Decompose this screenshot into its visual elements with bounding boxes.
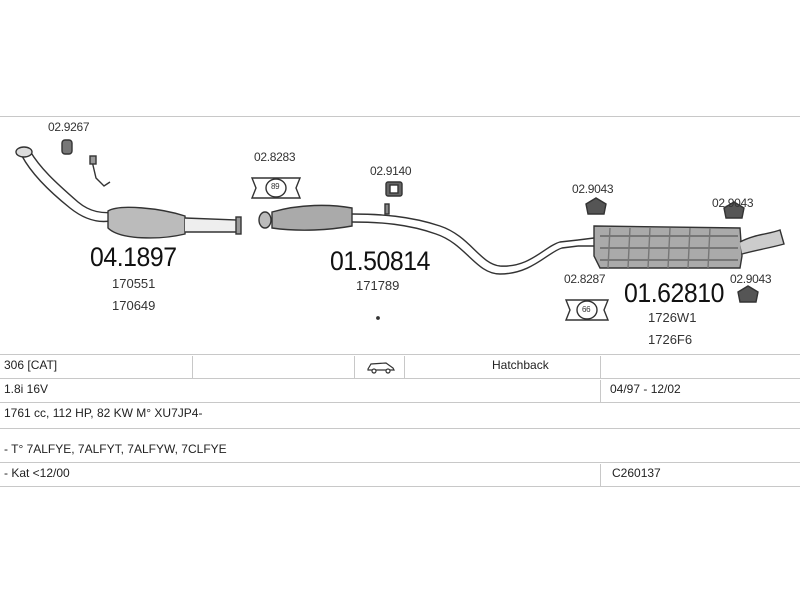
kat-cell: - Kat <12/00 <box>4 466 70 480</box>
types-cell: - T° 7ALFYE, 7ALFYT, 7ALFYW, 7CLFYE <box>4 442 227 456</box>
table-row-engine: 1.8i 16V 04/97 - 12/02 <box>0 380 800 402</box>
catalyst-body <box>107 206 186 239</box>
mid-ref-1: 171789 <box>356 278 400 293</box>
mid-pipe <box>351 213 579 267</box>
rear-hanger-top-label: 02.9043 <box>572 182 614 196</box>
mid-inlet <box>258 211 272 229</box>
table-top-border <box>0 354 800 355</box>
mid-hanger-label: 02.9140 <box>370 164 412 178</box>
gasket-02-9267 <box>61 139 73 155</box>
cat-ref-1: 170551 <box>112 276 156 291</box>
tailpipe <box>739 229 785 255</box>
cat-part-number: 04.1897 <box>90 242 177 272</box>
model-cell: 306 [CAT] <box>4 358 58 372</box>
mid-clamp-label: 02.8283 <box>254 150 296 164</box>
rear-hanger-right-top-label: 02.9043 <box>712 196 754 210</box>
mid-part-number: 01.50814 <box>330 246 430 276</box>
rear-ref-1: 1726W1 <box>648 310 697 325</box>
body-type-cell: Hatchback <box>492 358 549 372</box>
col-divider-5 <box>600 380 601 402</box>
row-divider-1 <box>0 378 800 379</box>
cat-ref-2: 170649 <box>112 298 156 313</box>
col-divider-6 <box>600 464 601 486</box>
col-divider-1 <box>192 356 193 378</box>
years-cell: 04/97 - 12/02 <box>610 382 681 396</box>
badge-66: 66 <box>582 305 591 314</box>
rear-clamp-label: 02.8287 <box>564 272 606 286</box>
col-divider-4 <box>600 356 601 378</box>
hanger-02-9043-c <box>737 285 759 303</box>
code-cell: C260137 <box>612 466 661 480</box>
col-divider-3 <box>404 356 405 378</box>
row-divider-4 <box>0 462 800 463</box>
car-icon <box>367 362 395 374</box>
row-divider-2 <box>0 402 800 403</box>
front-pipe <box>21 155 116 223</box>
table-row-model: 306 [CAT] Hatchback <box>0 356 800 378</box>
lambda-sensor <box>91 160 111 187</box>
table-row-specs: 1761 cc, 112 HP, 82 KW M° XU7JP4- <box>0 404 800 426</box>
gasket-label: 02.9267 <box>48 120 90 134</box>
row-divider-3 <box>0 428 800 429</box>
top-divider <box>0 116 800 117</box>
hanger-02-9043-a <box>585 197 607 215</box>
rear-ref-2: 1726F6 <box>648 332 693 347</box>
front-flange <box>15 146 33 158</box>
col-divider-2 <box>354 356 355 378</box>
mid-muffler <box>271 204 353 231</box>
specs-cell: 1761 cc, 112 HP, 82 KW M° XU7JP4- <box>4 406 203 420</box>
table-row-types: - T° 7ALFYE, 7ALFYT, 7ALFYW, 7CLFYE <box>0 440 800 462</box>
engine-cell: 1.8i 16V <box>4 382 49 396</box>
table-bottom-border <box>0 486 800 487</box>
rear-hanger-right-bottom-label: 02.9043 <box>730 272 772 286</box>
hanger-02-9043-b <box>723 201 745 219</box>
exhaust-diagram: 02.9267 04.1897 170551 170649 02.8283 89… <box>0 116 800 356</box>
table-row-kat: - Kat <12/00 C260137 <box>0 464 800 486</box>
badge-89: 89 <box>271 182 280 191</box>
exhaust-system-drawing <box>15 139 785 321</box>
rear-part-number: 01.62810 <box>624 278 724 308</box>
